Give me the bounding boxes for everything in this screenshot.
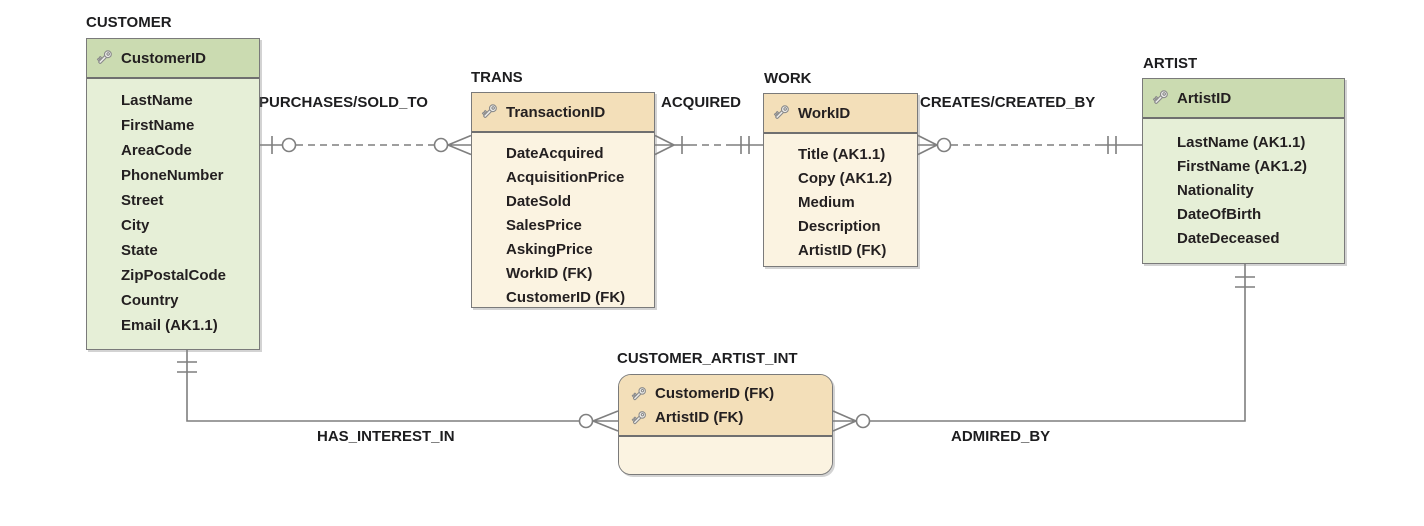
entity-title-trans: TRANS	[471, 69, 523, 86]
attribute: City	[121, 217, 150, 234]
attribute: DateAcquired	[506, 145, 604, 162]
primary-key-label: WorkID	[798, 104, 851, 122]
primary-key-label: CustomerID	[121, 49, 207, 67]
relationship-label-has-interest-in: HAS_INTEREST_IN	[317, 428, 455, 445]
primary-key-label: ArtistID (FK)	[655, 409, 744, 426]
attribute: DateOfBirth	[1177, 206, 1262, 223]
attribute: Medium	[798, 194, 855, 211]
attribute: Description	[798, 218, 881, 235]
primary-key-label: TransactionID	[506, 103, 606, 121]
entity-work-header: WorkID	[764, 94, 917, 134]
attribute: FirstName (AK1.2)	[1177, 158, 1308, 175]
relationship-label-acquired: ACQUIRED	[661, 94, 742, 111]
attribute: ArtistID (FK)	[798, 242, 887, 259]
attribute: CustomerID (FK)	[506, 289, 626, 306]
relationship-purchases-sold-to	[260, 134, 472, 156]
int-key-row: CustomerID (FK)	[629, 382, 826, 406]
entity-title-work: WORK	[764, 70, 812, 87]
attribute: AskingPrice	[506, 241, 593, 258]
entity-title-artist: ARTIST	[1143, 55, 1198, 72]
entity-customer-artist-int: CustomerID (FK) ArtistID (FK)	[618, 374, 833, 475]
attribute: Country	[121, 292, 179, 309]
relationship-acquired	[654, 134, 763, 156]
attribute: Copy (AK1.2)	[798, 170, 893, 187]
key-icon	[629, 385, 648, 404]
attribute: AreaCode	[121, 142, 192, 159]
relationship-label-admired-by: ADMIRED_BY	[951, 428, 1051, 445]
attribute: SalesPrice	[506, 217, 582, 234]
attribute: DateSold	[506, 193, 572, 210]
key-icon	[771, 103, 791, 123]
entity-artist-header: ArtistID	[1143, 79, 1344, 119]
attribute: FirstName	[121, 117, 195, 134]
attribute: LastName (AK1.1)	[1177, 134, 1306, 151]
attribute: AcquisitionPrice	[506, 169, 625, 186]
entity-customer-header: CustomerID	[87, 39, 259, 79]
entity-artist-attributes: LastName (AK1.1) FirstName (AK1.2) Nationa…	[1143, 119, 1344, 251]
relationship-has-interest-in	[177, 350, 619, 432]
attribute: Nationality	[1177, 182, 1254, 199]
relationship-label-creates-created-by: CREATES/CREATED_BY	[920, 94, 1096, 111]
int-key-section: CustomerID (FK) ArtistID (FK)	[619, 375, 832, 437]
attribute: State	[121, 242, 158, 259]
key-icon	[1150, 88, 1170, 108]
key-icon	[629, 409, 648, 428]
primary-key-label: CustomerID (FK)	[655, 385, 775, 402]
attribute: DateDeceased	[1177, 230, 1280, 247]
relationship-admired-by	[832, 264, 1255, 432]
attribute: Email (AK1.1)	[121, 317, 218, 334]
attribute: LastName	[121, 92, 193, 109]
entity-title-customer-artist-int: CUSTOMER_ARTIST_INT	[617, 350, 798, 367]
attribute: Title (AK1.1)	[798, 146, 886, 163]
attribute: PhoneNumber	[121, 167, 224, 184]
entity-artist: ArtistID LastName (AK1.1) FirstName (AK1.…	[1142, 78, 1345, 264]
primary-key-label: ArtistID	[1177, 89, 1232, 107]
attribute: Street	[121, 192, 164, 209]
entity-title-customer: CUSTOMER	[86, 14, 172, 31]
attribute: ZipPostalCode	[121, 267, 227, 284]
relationship-label-purchases-sold-to: PURCHASES/SOLD_TO	[259, 94, 428, 111]
int-empty-section	[619, 437, 832, 474]
relationship-creates-created-by	[917, 134, 1142, 156]
entity-trans-header: TransactionID	[472, 93, 654, 133]
key-icon	[94, 48, 114, 68]
attribute: WorkID (FK)	[506, 265, 593, 282]
key-icon	[479, 102, 499, 122]
int-key-row: ArtistID (FK)	[629, 406, 826, 430]
